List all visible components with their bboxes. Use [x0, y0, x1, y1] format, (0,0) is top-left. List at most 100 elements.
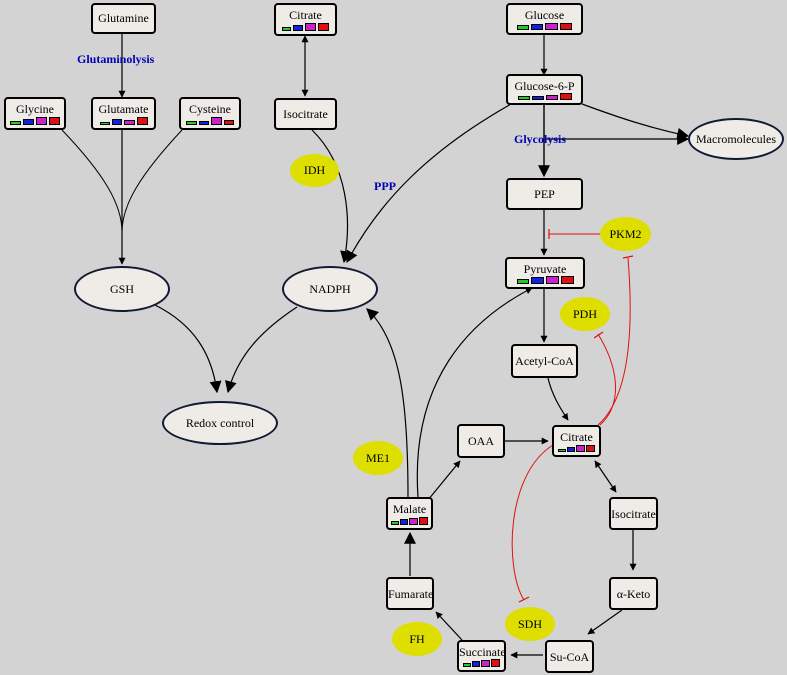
enzyme-pdh[interactable]: PDH	[560, 297, 610, 331]
expression-bars	[508, 22, 581, 30]
bar-blue	[531, 96, 544, 100]
inhibit-citrate-pdh	[597, 333, 616, 426]
edge-aketo-sucoa	[587, 609, 623, 635]
bar-blue	[530, 277, 544, 284]
enzyme-sdh[interactable]: SDH	[505, 607, 555, 641]
bar-red	[136, 117, 148, 125]
expression-bars	[459, 659, 504, 667]
node-glutamate-label: Glutamate	[98, 102, 149, 116]
edge-malate-nadph	[366, 308, 409, 498]
bar-magenta	[305, 23, 316, 31]
bar-magenta	[545, 276, 559, 284]
bar-red	[49, 117, 60, 125]
bar-green	[391, 521, 399, 525]
node-macromolecules[interactable]: Macromolecules	[688, 118, 784, 160]
node-pyruvate[interactable]: Pyruvate	[505, 257, 585, 289]
node-glucose-6-p-label: Glucose-6-P	[514, 79, 575, 93]
expression-bars	[181, 117, 239, 125]
node-citrate[interactable]: Citrate	[552, 425, 601, 457]
bar-magenta	[481, 660, 490, 667]
bar-red	[559, 93, 572, 100]
edge-acetylcoa-citrate	[547, 377, 569, 421]
edge-g6p-nadph	[346, 103, 512, 264]
node-isocitrate-top[interactable]: Isocitrate	[274, 98, 337, 130]
node-glucose[interactable]: Glucose	[506, 3, 583, 35]
edge-gsh-redox	[154, 304, 222, 394]
edge-malate-oaa	[427, 460, 461, 501]
node-glycine-label: Glycine	[16, 102, 54, 116]
node-glutamine[interactable]: Glutamine	[91, 3, 156, 34]
pathway-label-glycolysis: Glycolysis	[514, 132, 567, 146]
bar-green	[282, 27, 291, 31]
node-fumarate[interactable]: Fumarate	[386, 577, 434, 610]
node-glutamine-label: Glutamine	[98, 11, 149, 25]
node-alpha-keto[interactable]: α-Keto	[609, 577, 658, 610]
bar-green	[186, 121, 197, 125]
bar-red	[560, 276, 574, 284]
node-isocitrate-label: Isocitrate	[611, 507, 656, 521]
node-citrate-label: Citrate	[560, 430, 593, 444]
bar-blue	[23, 119, 34, 125]
node-isocitrate[interactable]: Isocitrate	[609, 497, 658, 530]
edge-citrate-isocitrate	[594, 460, 617, 493]
expression-bars	[507, 276, 583, 284]
node-citrate-top[interactable]: Citrate	[274, 3, 337, 36]
bar-magenta	[36, 117, 47, 125]
node-glucose-6-p[interactable]: Glucose-6-P	[506, 74, 583, 105]
enzyme-pkm2[interactable]: PKM2	[600, 217, 651, 251]
node-nadph[interactable]: NADPH	[282, 266, 378, 312]
inhibit-citrate-pkm2-bar	[622, 255, 634, 259]
node-malate[interactable]: Malate	[386, 497, 433, 530]
node-succinate[interactable]: Succinate	[457, 640, 506, 672]
bar-green	[99, 122, 110, 125]
bar-red	[560, 23, 572, 30]
bar-green	[10, 121, 21, 125]
bar-blue	[567, 447, 575, 452]
bar-red	[318, 23, 329, 31]
bar-green	[517, 25, 529, 30]
bar-blue	[472, 661, 480, 667]
node-oaa[interactable]: OAA	[457, 424, 505, 458]
edge-glycine-gsh	[61, 129, 123, 233]
node-citrate-top-label: Citrate	[289, 8, 322, 22]
bar-magenta	[409, 518, 418, 525]
node-redox-control[interactable]: Redox control	[162, 401, 278, 445]
node-glycine[interactable]: Glycine	[4, 97, 66, 130]
node-acetyl-coa[interactable]: Acetyl-CoA	[511, 344, 578, 378]
node-malate-label: Malate	[392, 502, 427, 516]
bar-red	[491, 659, 500, 667]
enzyme-me1[interactable]: ME1	[353, 441, 403, 475]
bar-magenta	[576, 445, 585, 452]
node-su-coa-label: Su-CoA	[549, 650, 590, 664]
bar-red	[224, 120, 234, 125]
enzyme-fh[interactable]: FH	[392, 622, 442, 656]
bar-blue	[293, 25, 303, 31]
node-pyruvate-label: Pyruvate	[523, 262, 567, 276]
bar-blue	[531, 24, 543, 30]
node-alpha-keto-label: α-Keto	[616, 587, 651, 601]
bar-green	[558, 449, 566, 452]
bar-magenta	[211, 117, 222, 125]
bar-green	[516, 279, 529, 284]
node-cysteine[interactable]: Cysteine	[179, 97, 241, 130]
edge-g6p-macromolecules	[581, 103, 690, 140]
edge-cysteine-gsh	[121, 129, 183, 233]
node-pep[interactable]: PEP	[506, 178, 583, 210]
node-pep-label: PEP	[534, 187, 555, 201]
node-glucose-label: Glucose	[524, 8, 565, 22]
enzyme-idh[interactable]: IDH	[290, 154, 339, 187]
node-cysteine-label: Cysteine	[189, 102, 231, 116]
node-succinate-label: Succinate	[459, 645, 506, 659]
bar-red	[586, 445, 595, 452]
node-gsh[interactable]: GSH	[74, 266, 170, 312]
edge-nadph-redox	[225, 306, 298, 394]
bar-magenta	[545, 23, 558, 30]
bar-blue	[199, 121, 209, 125]
inhibit-citrate-pdh-bar	[593, 331, 604, 339]
node-su-coa[interactable]: Su-CoA	[545, 640, 594, 673]
node-isocitrate-top-label: Isocitrate	[283, 107, 328, 121]
node-fumarate-label: Fumarate	[388, 587, 434, 601]
node-glutamate[interactable]: Glutamate	[91, 97, 156, 130]
